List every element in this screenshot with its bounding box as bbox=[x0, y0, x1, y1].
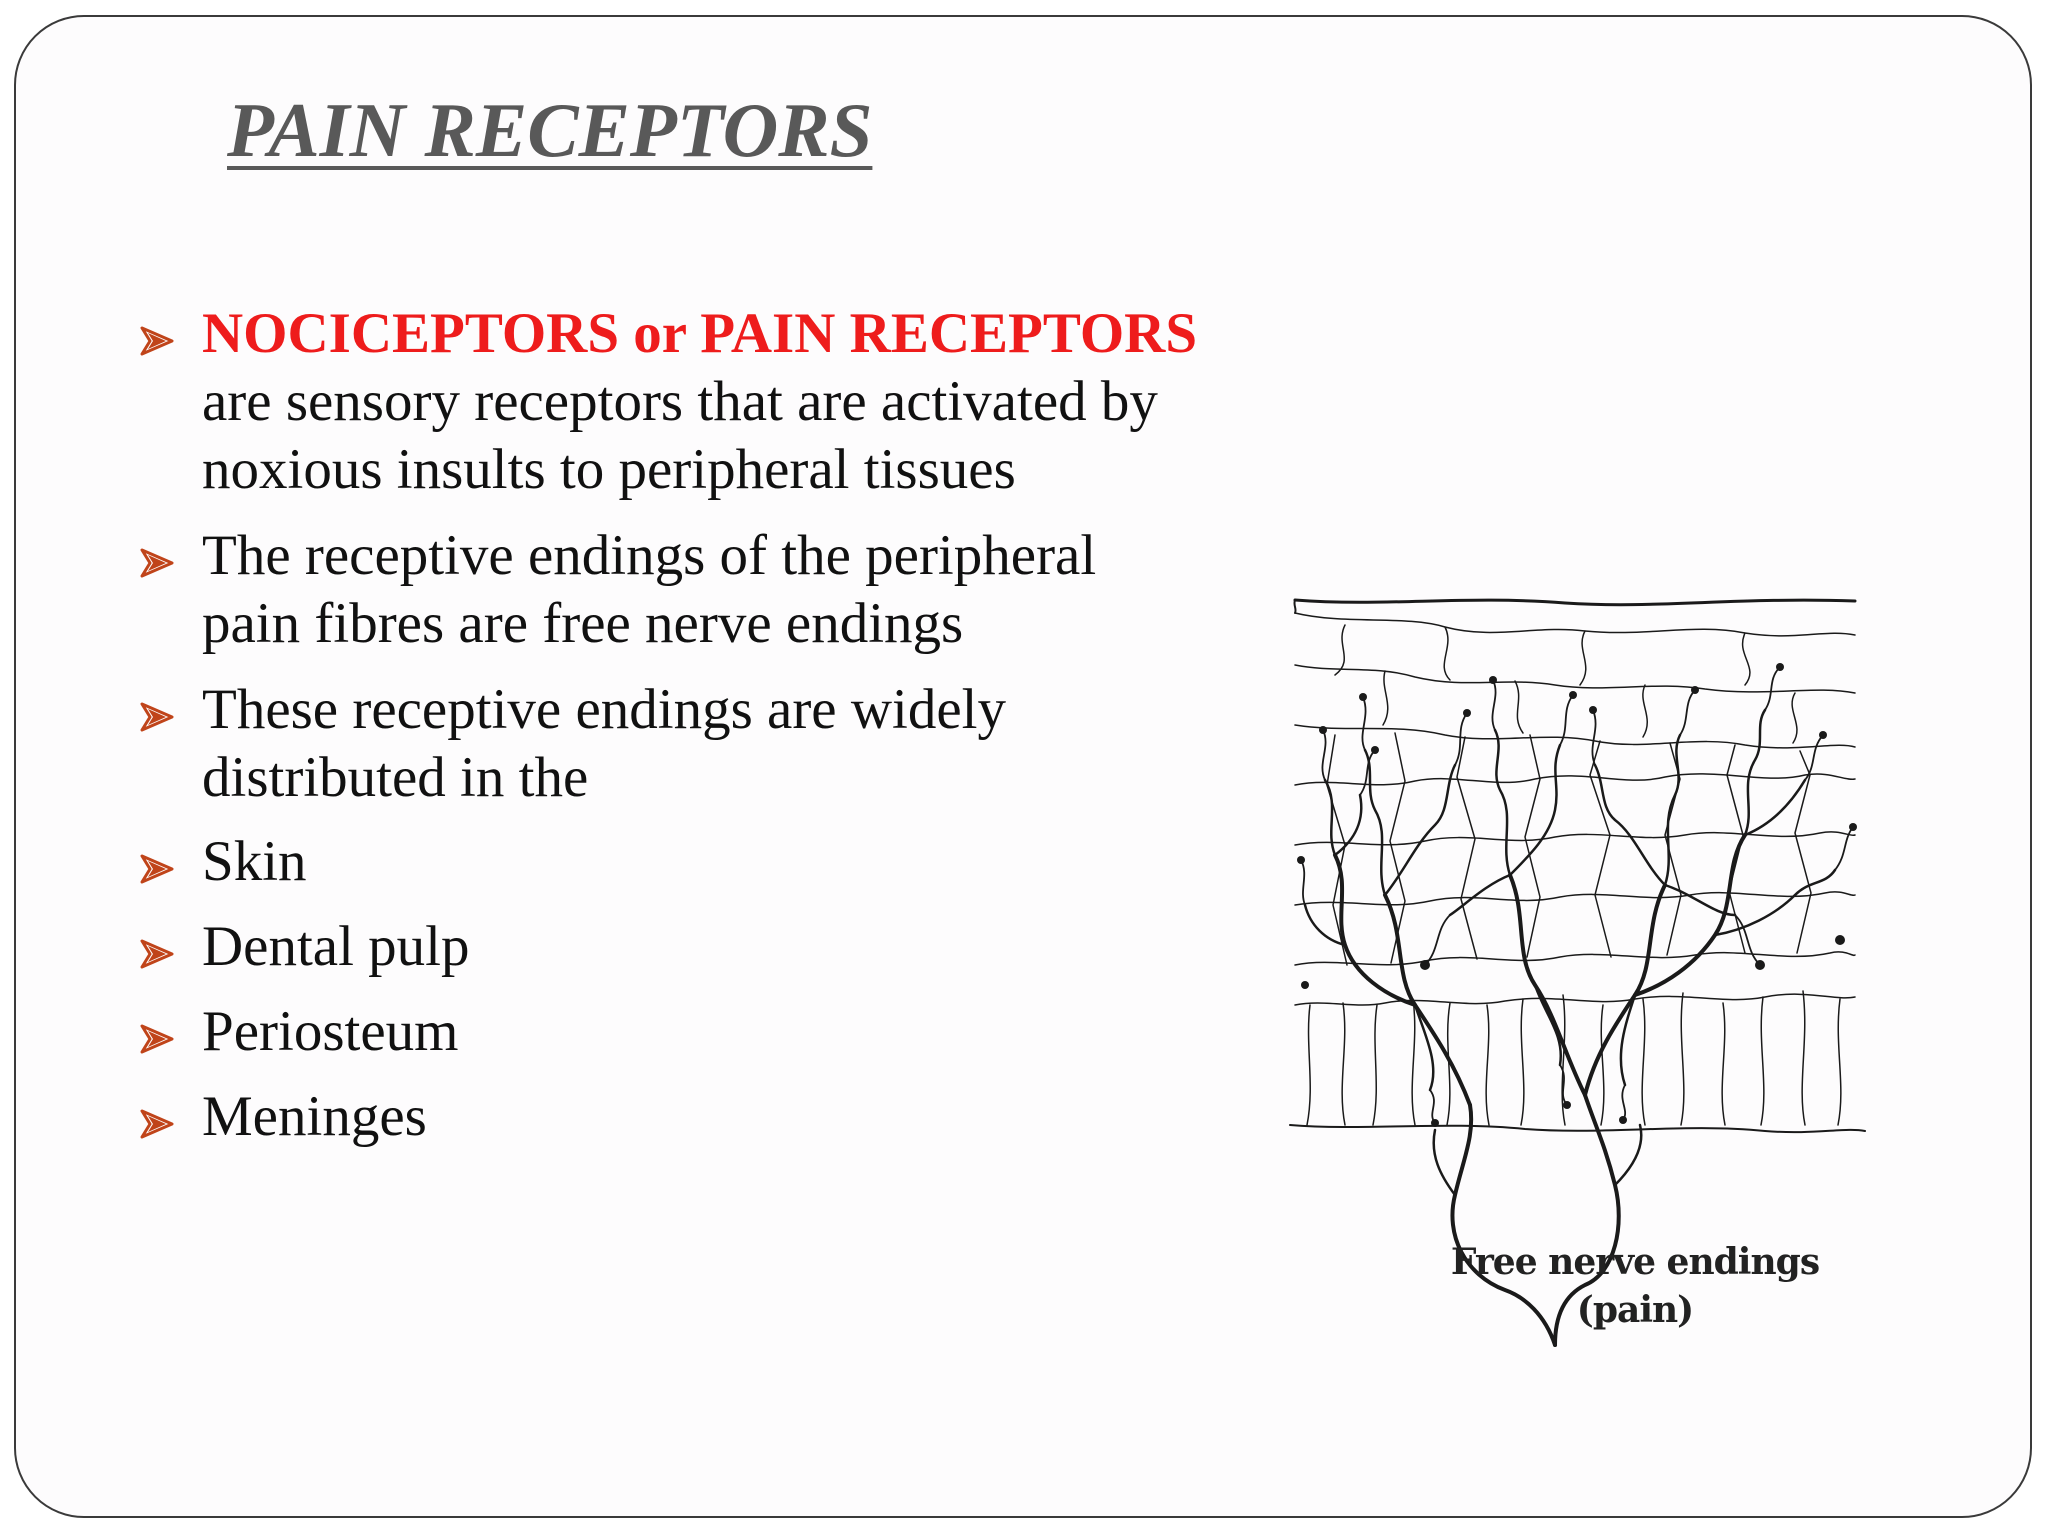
bullet-list: NOCICEPTORS or PAIN RECEPTORS are sensor… bbox=[140, 300, 1320, 1151]
caption-line: (pain) bbox=[1576, 1289, 1694, 1331]
bullet-text-line: pain fibres are free nerve endings bbox=[202, 592, 964, 655]
slide-frame bbox=[14, 15, 2032, 1518]
bullet-text: Meninges bbox=[202, 1085, 427, 1148]
bullet-item-nociceptors: NOCICEPTORS or PAIN RECEPTORS are sensor… bbox=[140, 300, 1320, 504]
bullet-item-distribution: These receptive endings are widely distr… bbox=[140, 676, 1320, 812]
bullet-text-line: are sensory receptors that are activated… bbox=[202, 370, 1158, 433]
arrow-chevron-bullet-icon bbox=[140, 548, 174, 578]
nerve-terminal-dots bbox=[1297, 663, 1857, 1127]
slide-title: PAIN RECEPTORS bbox=[227, 87, 873, 173]
bullet-text-line: distributed in the bbox=[202, 746, 589, 809]
bullet-item-receptive-endings: The receptive endings of the peripheral … bbox=[140, 522, 1320, 658]
bullet-text-line: The receptive endings of the peripheral bbox=[202, 524, 1097, 587]
arrow-chevron-bullet-icon bbox=[140, 702, 174, 732]
basal-cell-layer bbox=[1289, 990, 1866, 1134]
bullet-item-skin: Skin bbox=[140, 828, 1320, 896]
arrow-chevron-bullet-icon bbox=[140, 1109, 174, 1139]
bullet-text: Skin bbox=[202, 830, 307, 893]
epidermal-cell-layer-middle bbox=[1294, 732, 1856, 966]
arrow-chevron-bullet-icon bbox=[140, 326, 174, 356]
diagram-caption: Free nerve endings (pain) bbox=[1395, 1238, 1875, 1334]
bullet-text: Dental pulp bbox=[202, 915, 470, 978]
highlight-text: NOCICEPTORS or PAIN RECEPTORS bbox=[202, 302, 1198, 365]
bullet-item-dental-pulp: Dental pulp bbox=[140, 913, 1320, 981]
bullet-item-periosteum: Periosteum bbox=[140, 998, 1320, 1066]
arrow-chevron-bullet-icon bbox=[140, 1024, 174, 1054]
nerve-twigs bbox=[1300, 666, 1854, 1124]
epidermal-cell-layer-top bbox=[1294, 612, 1856, 749]
arrow-chevron-bullet-icon bbox=[140, 854, 174, 884]
arrow-chevron-bullet-icon bbox=[140, 939, 174, 969]
bullet-text-line: These receptive endings are widely bbox=[202, 678, 1006, 741]
nerve-branches bbox=[1303, 708, 1837, 1197]
bullet-text: Periosteum bbox=[202, 1000, 459, 1063]
bullet-item-meninges: Meninges bbox=[140, 1083, 1320, 1151]
caption-line: Free nerve endings bbox=[1450, 1241, 1820, 1283]
free-nerve-endings-diagram bbox=[1289, 598, 1866, 1347]
bullet-text-line: noxious insults to peripheral tissues bbox=[202, 438, 1016, 501]
